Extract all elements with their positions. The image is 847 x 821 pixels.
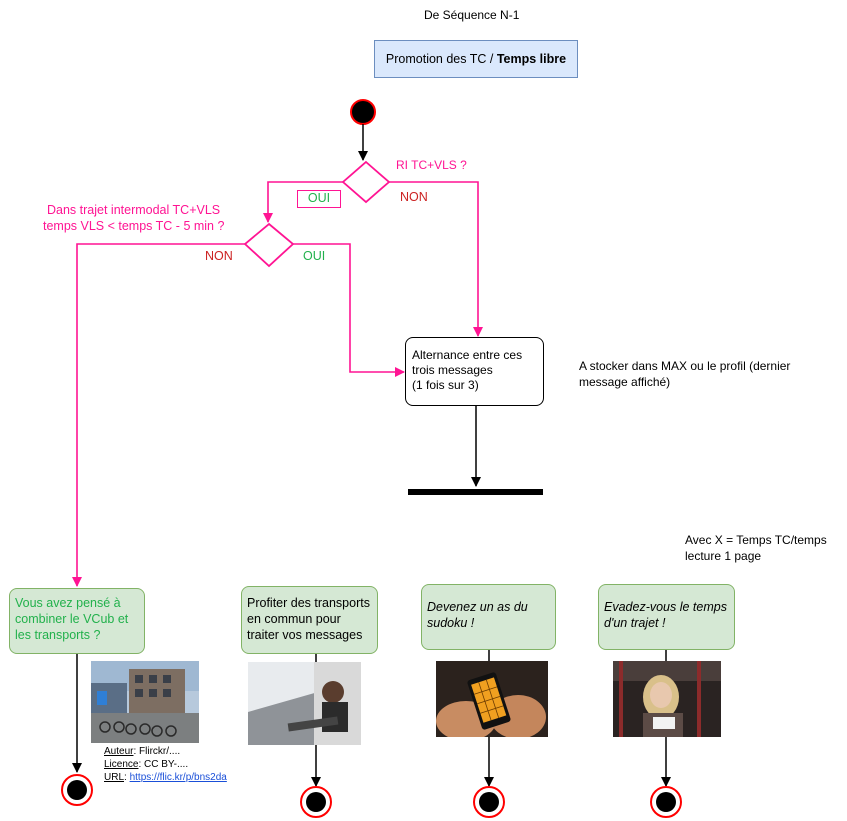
end-node-4	[650, 786, 682, 818]
message-box-1: Vous avez pensé à combiner le VCub et le…	[9, 588, 145, 654]
store-note-line2: message affiché)	[579, 375, 671, 389]
credit-url: URL: https://flic.kr/p/bns2da	[104, 772, 227, 784]
message-box-4: Evadez-vous le temps d'un trajet !	[598, 584, 735, 650]
credit-license: Licence: CC BY-....	[104, 759, 188, 771]
message3-line2: sudoku !	[427, 616, 475, 630]
message3-line1: Devenez un as du	[427, 600, 528, 614]
decision2-yes-label: OUI	[303, 249, 326, 263]
store-note-line1: A stocker dans MAX ou le profil (dernier	[579, 359, 791, 373]
message2-line2: en commun pour	[247, 612, 341, 626]
top-box-bold: Temps libre	[496, 52, 567, 66]
message1-line3: les transports ?	[15, 628, 101, 642]
top-box: Promotion des TC / Temps libre	[374, 40, 578, 78]
decision1-diamond	[341, 160, 391, 204]
credit-license-value: : CC BY-....	[138, 759, 189, 770]
vcub-station-photo	[91, 661, 199, 743]
arrow-decision1-oui	[263, 181, 343, 223]
x-note-line1: Avec X = Temps TC/temps	[685, 533, 827, 547]
decision1-no-label: NON	[400, 190, 428, 204]
message-box-2: Profiter des transports en commun pour t…	[241, 586, 378, 654]
credit-author: Auteur: Flirckr/....	[104, 746, 180, 758]
start-node	[350, 99, 376, 125]
message4-line2: d'un trajet !	[604, 616, 666, 630]
alternation-line2: trois messages	[412, 363, 493, 377]
alternation-line3: (1 fois sur 3)	[412, 378, 479, 392]
arrow-decision2-oui	[293, 243, 405, 377]
message-box-3: Devenez un as du sudoku !	[421, 584, 556, 650]
decision2-question-line1: Dans trajet intermodal TC+VLS	[47, 203, 221, 217]
credit-author-value: : Flirckr/....	[133, 746, 181, 757]
x-note-line2: lecture 1 page	[685, 549, 762, 563]
arrow-decision2-non	[72, 243, 245, 587]
message1-line2: combiner le VCub et	[15, 612, 129, 626]
fork-bar	[408, 489, 543, 495]
arrow-decision1-non	[389, 181, 483, 337]
decision1-yes-label: OUI	[297, 190, 341, 208]
decision2-diamond	[243, 222, 295, 268]
reading-woman-photo	[613, 661, 721, 737]
sequence-source-label: De Séquence N-1	[424, 8, 520, 22]
message1-line1: Vous avez pensé à	[15, 596, 121, 610]
decision2-no-label: NON	[205, 249, 233, 263]
message4-line1: Evadez-vous le temps	[604, 600, 727, 614]
end-node-2	[300, 786, 332, 818]
bus-passenger-photo	[248, 662, 361, 745]
credit-url-sep: :	[124, 772, 130, 783]
credit-license-label: Licence	[104, 759, 139, 770]
message2-line3: traiter vos messages	[247, 628, 363, 642]
credit-url-link[interactable]: https://flic.kr/p/bns2da	[129, 772, 227, 783]
alternation-line1: Alternance entre ces	[412, 348, 523, 362]
message2-line1: Profiter des transports	[247, 596, 370, 610]
sudoku-phone-photo	[436, 661, 548, 737]
end-node-1	[61, 774, 93, 806]
decision1-question: RI TC+VLS ?	[396, 158, 467, 172]
end-node-3	[473, 786, 505, 818]
credit-author-label: Auteur	[104, 746, 134, 757]
alternation-box: Alternance entre ces trois messages (1 f…	[405, 337, 544, 406]
decision2-question-line2: temps VLS < temps TC - 5 min ?	[43, 219, 225, 233]
top-box-prefix: Promotion des TC /	[385, 52, 497, 66]
credit-url-label: URL	[104, 772, 125, 783]
